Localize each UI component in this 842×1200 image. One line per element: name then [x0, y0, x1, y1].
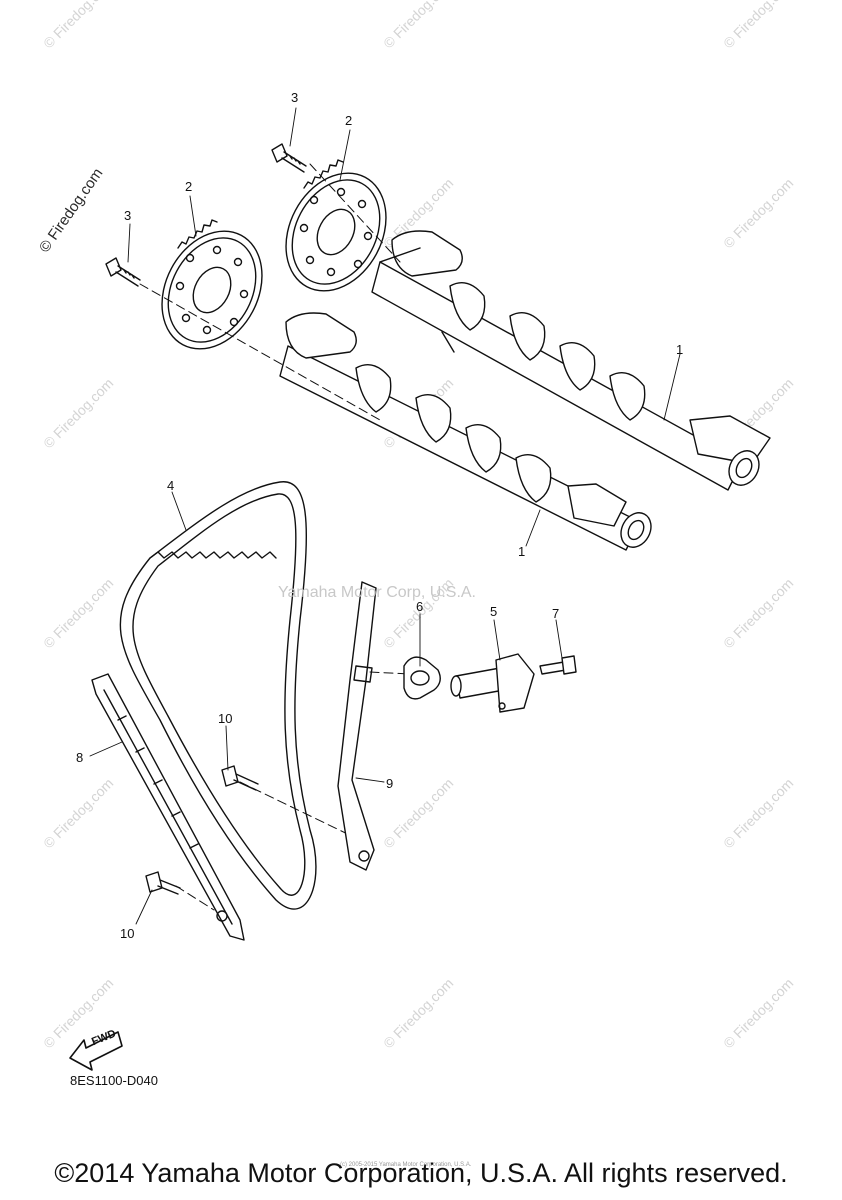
- cam-sprocket-left: [161, 219, 263, 350]
- tiny-notice: (c) 2005-2015 Yamaha Motor Corporation, …: [340, 1162, 472, 1168]
- callout-9: 9: [386, 776, 394, 791]
- tensioner-guide: [337, 581, 377, 871]
- callout-6: 6: [416, 599, 424, 614]
- cam-sprocket-right: [285, 159, 387, 292]
- camshaft-lower: [279, 312, 652, 551]
- corp-watermark: Yamaha Motor Corp, U.S.A.: [278, 584, 476, 601]
- callout-4: 4: [167, 478, 175, 493]
- diagram-code: 8ES1100-D040: [70, 1073, 158, 1088]
- callout-2: 2: [185, 179, 193, 194]
- tensioner-bolt: [539, 655, 577, 675]
- callout-1: 1: [676, 342, 684, 357]
- bolt-left: [105, 257, 141, 287]
- chain-tensioner: [450, 653, 535, 713]
- callout-10: 10: [218, 711, 233, 726]
- guide-bolt-lower: [145, 871, 181, 895]
- chain-guide: [91, 673, 245, 941]
- bolt-right: [271, 143, 307, 173]
- callout-8: 8: [76, 750, 84, 765]
- guide-bolt-upper: [221, 765, 259, 791]
- callout-10: 10: [120, 926, 135, 941]
- timing-chain: [119, 481, 317, 910]
- camshaft-upper: [371, 230, 771, 491]
- callout-1: 1: [518, 544, 526, 559]
- copyright-notice: ©2014 Yamaha Motor Corporation, U.S.A. A…: [54, 1158, 788, 1188]
- callout-7: 7: [552, 606, 560, 621]
- gasket: [403, 656, 441, 700]
- fwd-arrow-icon: [69, 1031, 123, 1071]
- callout-3: 3: [291, 90, 299, 105]
- callout-2: 2: [345, 113, 353, 128]
- callout-3: 3: [124, 208, 132, 223]
- callout-5: 5: [490, 604, 498, 619]
